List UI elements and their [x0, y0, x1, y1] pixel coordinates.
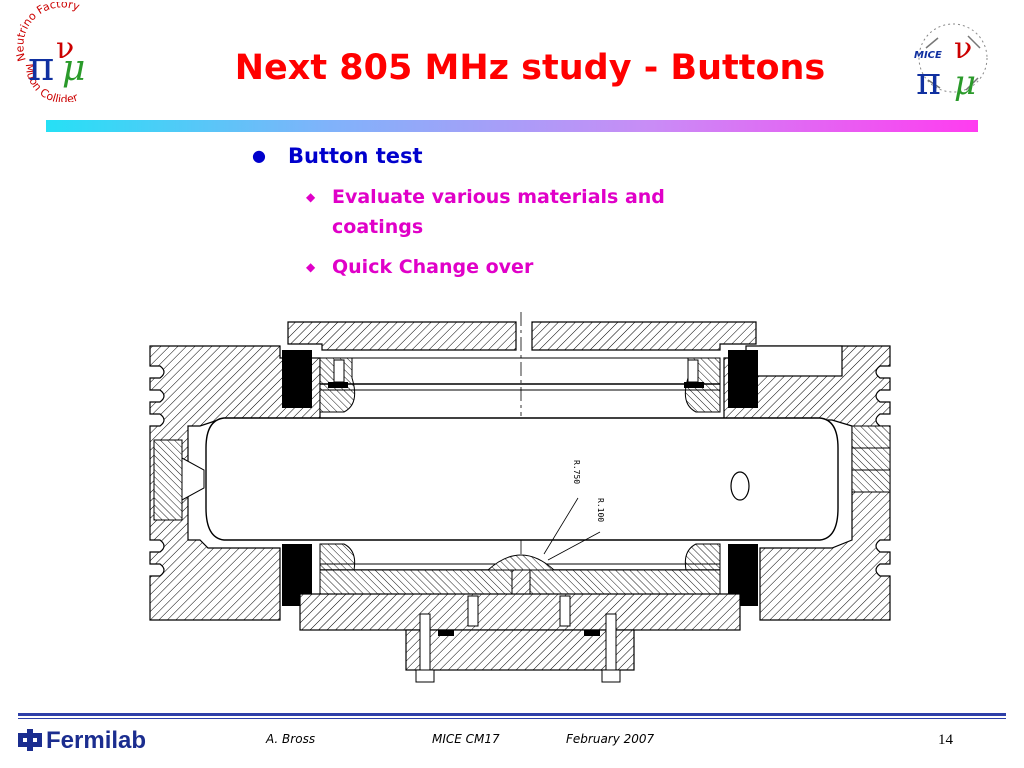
svg-text:ν: ν — [56, 31, 74, 66]
diamond-bullet-icon: ◆ — [306, 190, 316, 204]
footer-rule — [18, 713, 1006, 716]
footer-date: February 2007 — [566, 732, 655, 746]
footer-rule-thin — [18, 718, 1006, 719]
diamond-bullet-icon: ◆ — [306, 260, 316, 274]
svg-text:π: π — [28, 44, 54, 90]
svg-text:μ: μ — [62, 48, 85, 89]
svg-text:π: π — [916, 59, 941, 103]
svg-text:R.750: R.750 — [572, 460, 581, 484]
svg-text:R.100: R.100 — [596, 498, 605, 522]
slide-title: Next 805 MHz study - Buttons — [234, 48, 826, 88]
footer-meeting: MICE CM17 — [432, 732, 500, 746]
title-gradient-bar — [46, 120, 978, 132]
fermilab-logo: Fermilab — [18, 727, 146, 755]
bullet-dot-icon: ● — [252, 146, 266, 165]
svg-text:ν: ν — [954, 31, 972, 66]
svg-text:μ: μ — [954, 63, 976, 103]
mice-logo: MICE π ν μ — [908, 18, 998, 108]
fermilab-mark-icon — [18, 729, 42, 751]
footer-author: A. Bross — [266, 732, 316, 746]
cavity-cross-section-drawing: R.750 R.100 — [148, 308, 894, 688]
svg-text:MICE: MICE — [914, 50, 942, 61]
page-number: 14 — [938, 732, 953, 748]
neutrino-factory-logo: Neutrino Factory Muon Collider π ν μ — [12, 0, 112, 106]
